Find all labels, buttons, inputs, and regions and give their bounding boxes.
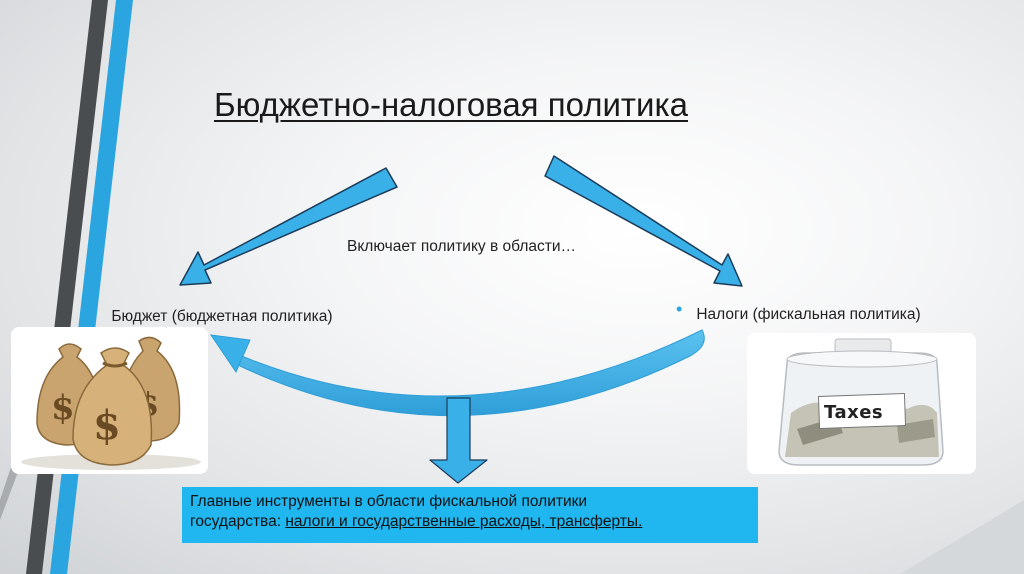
info-line-2-underlined: налоги и государственные расходы, трансф… [285, 513, 643, 530]
arrow-to-budget [179, 167, 398, 286]
info-line-1: Главные инструменты в области фискальной… [190, 493, 588, 510]
bullet-dot-icon: • [91, 301, 98, 321]
taxes-jar-image [747, 333, 976, 474]
svg-text:$: $ [93, 402, 121, 449]
corner-shadow [900, 500, 1024, 574]
curved-arrow-head [209, 334, 251, 374]
money-bag-icon: $ $ $ [21, 336, 201, 470]
budget-bullet: • Бюджет (бюджетная политика) [91, 301, 333, 326]
jar-icon [778, 338, 944, 466]
taxes-bullet: • Налоги (фискальная политика) [676, 299, 921, 324]
taxes-jar-label: Taxes [824, 402, 884, 423]
taxes-label: Налоги (фискальная политика) [696, 306, 921, 323]
arrow-to-taxes [544, 155, 743, 287]
info-line-2: государства: налоги и государственные ра… [190, 512, 750, 532]
info-box: Главные инструменты в области фискальной… [182, 487, 758, 543]
curved-arrow [230, 329, 705, 417]
info-line-2-prefix: государства: [190, 513, 286, 530]
bullet-dot-icon: • [676, 299, 683, 319]
budget-label: Бюджет (бюджетная политика) [111, 308, 333, 325]
arrow-down [429, 397, 488, 484]
money-bags-image: $ $ $ [11, 327, 208, 474]
page-title: Бюджетно-налоговая политика [214, 86, 688, 123]
svg-text:$: $ [51, 388, 75, 428]
subtitle: Включает политику в области… [347, 238, 576, 255]
